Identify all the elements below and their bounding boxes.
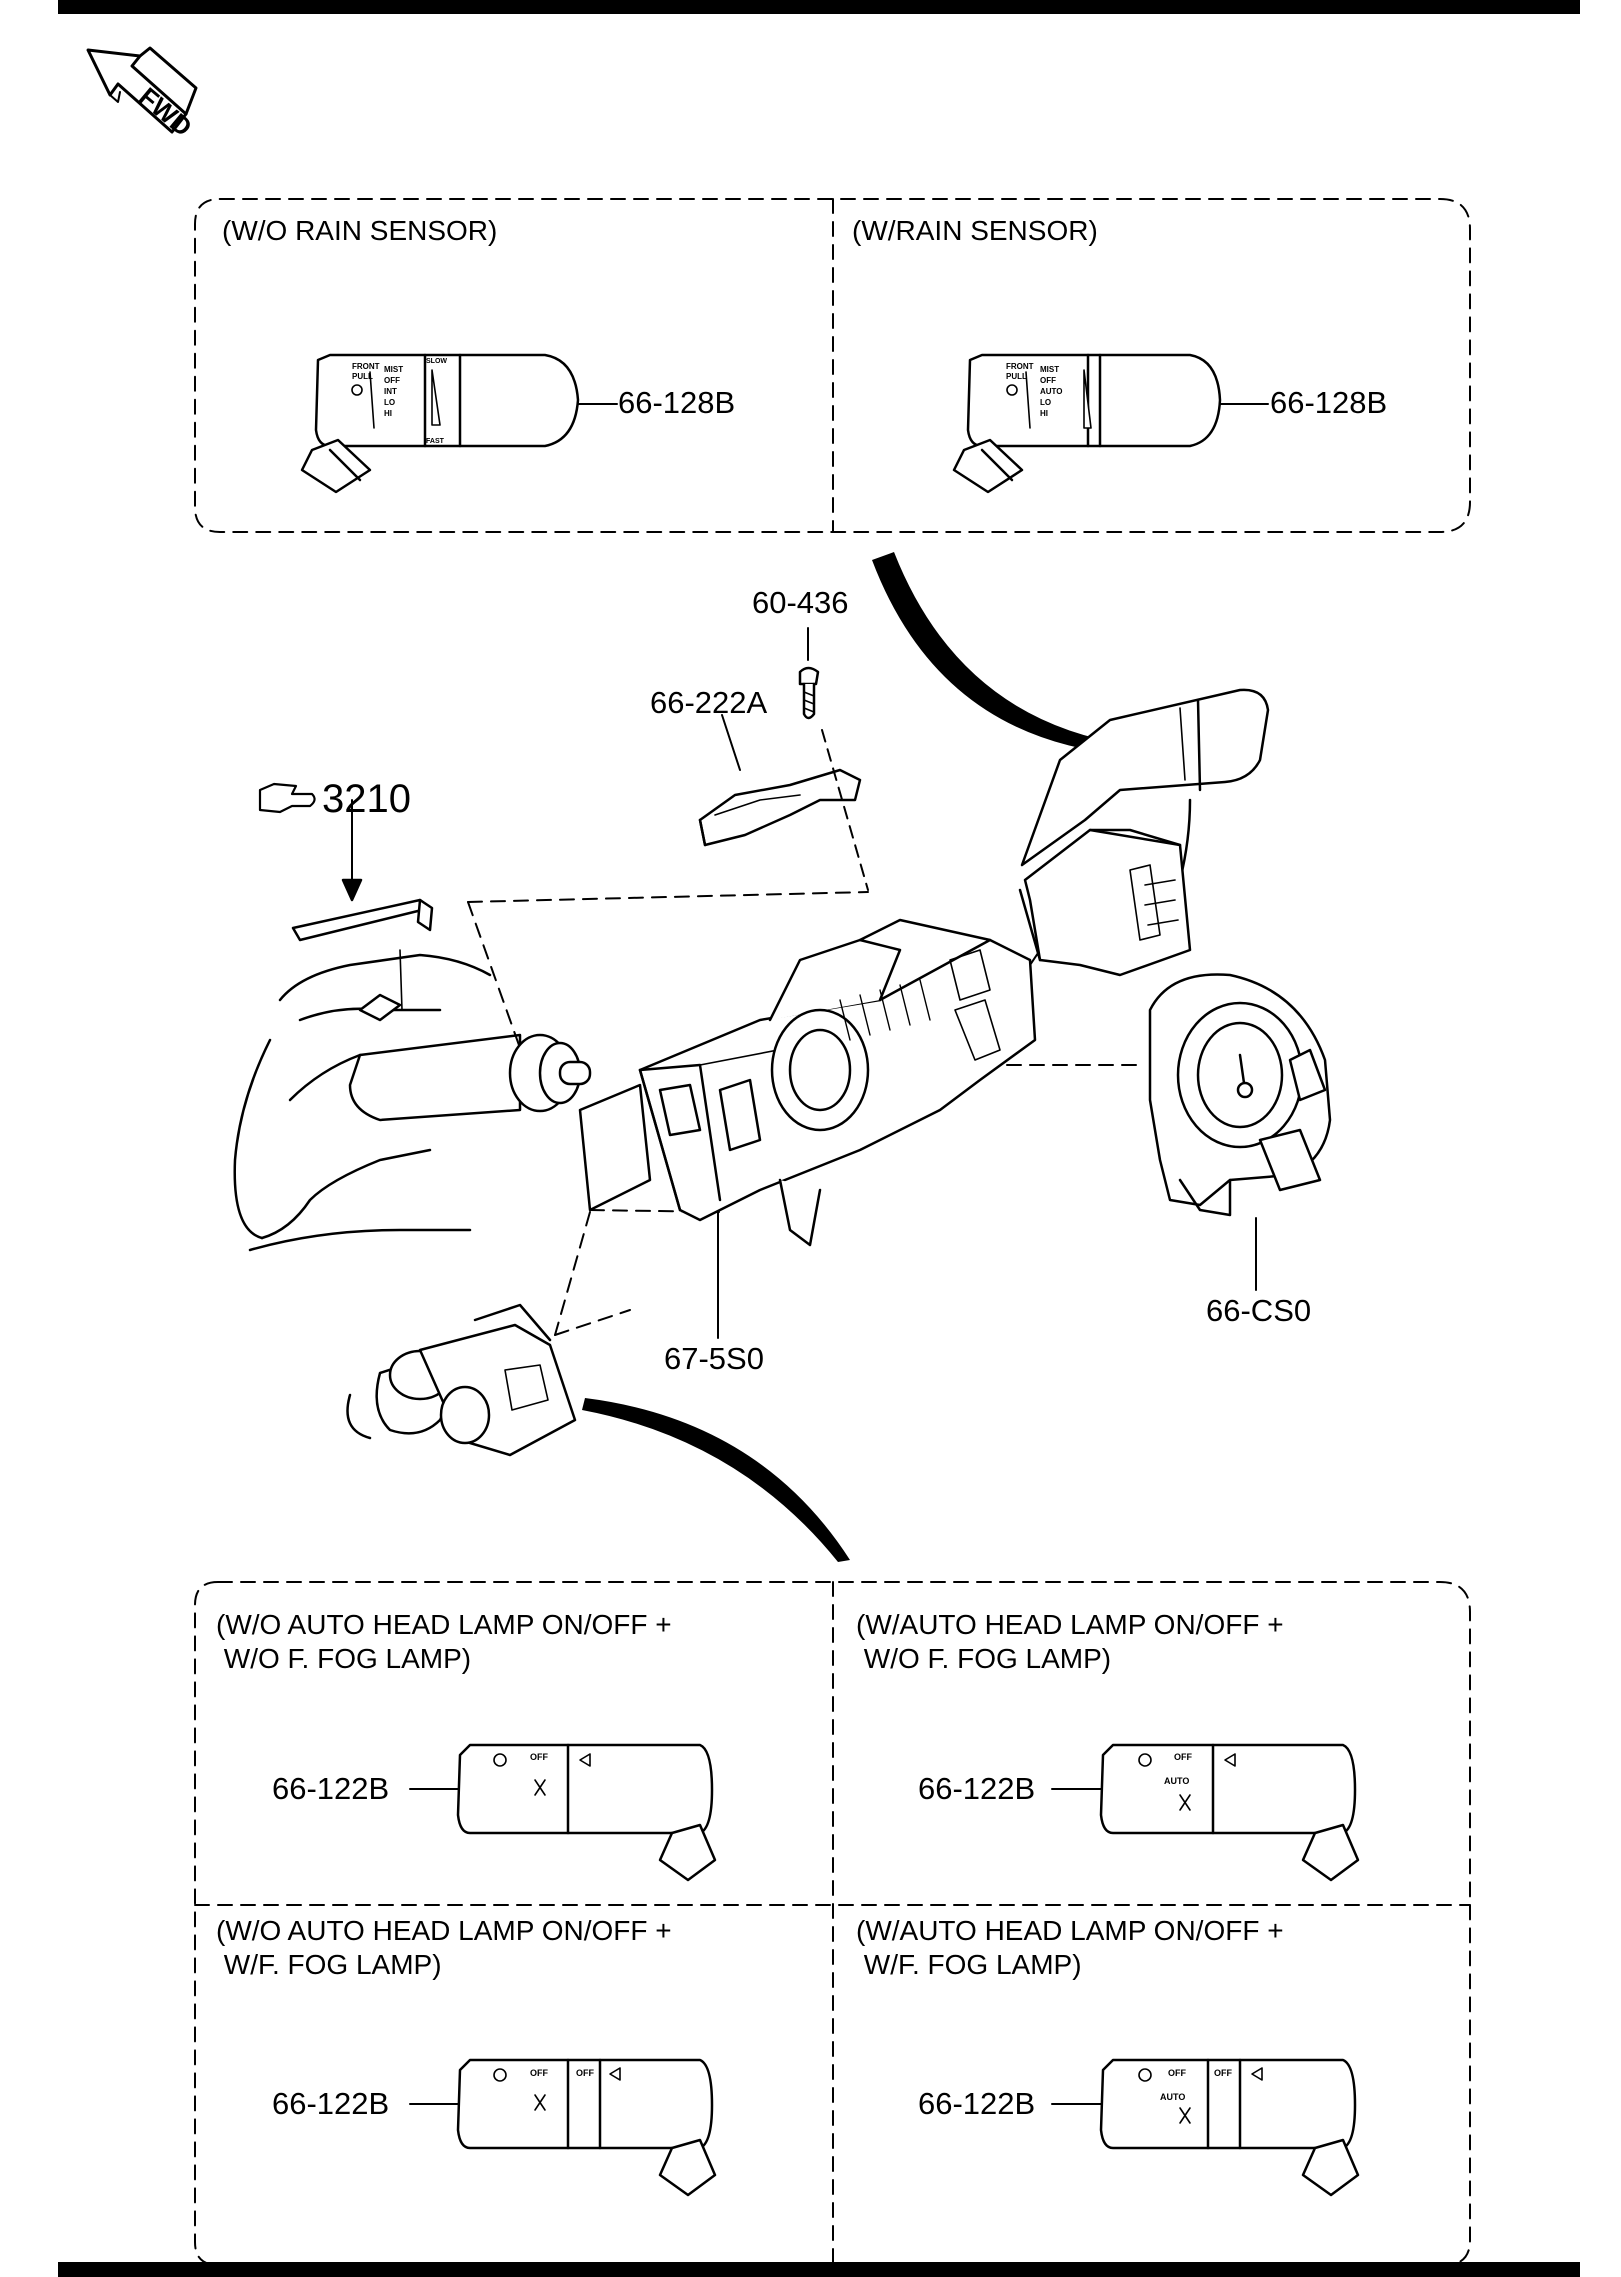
reference-number: 3210 bbox=[322, 777, 411, 821]
switch-2-off-mark: OFF bbox=[1174, 1752, 1192, 1762]
lamp-symbols bbox=[493, 1753, 1263, 2124]
top-left-part-number: 66-128B bbox=[618, 385, 736, 420]
switch-4-auto-mark: AUTO bbox=[1160, 2092, 1186, 2102]
headlamp-lever-assembly-illustration bbox=[346, 1303, 577, 1457]
bottom-2-condition: (W/AUTO HEAD LAMP ON/OFF + W/O F. FOG LA… bbox=[856, 1609, 1284, 1674]
top-frame bbox=[194, 198, 1471, 533]
bottom-4-condition: (W/AUTO HEAD LAMP ON/OFF + W/F. FOG LAMP… bbox=[856, 1915, 1284, 1980]
top-right-condition: (W/RAIN SENSOR) bbox=[852, 215, 1098, 246]
headlamp-switch-4-illustration bbox=[1099, 2058, 1360, 2197]
wiper-marks-left: FRONT PULL bbox=[352, 362, 380, 381]
wiper-switch-left-illustration bbox=[300, 353, 580, 494]
bracket-illustration bbox=[698, 714, 862, 847]
wiper-marks-left-4: FAST bbox=[426, 438, 444, 445]
combination-switch-illustration bbox=[578, 918, 1037, 1247]
switch-4-fog-off-mark: OFF bbox=[1214, 2068, 1232, 2078]
wiper-marks-left-2: MIST OFF INT LO HI bbox=[384, 365, 404, 418]
wiper-marks-right-2: MIST OFF AUTO LO HI bbox=[1040, 365, 1063, 418]
hand-pointer-icon bbox=[258, 782, 316, 814]
bottom-1-condition: (W/O AUTO HEAD LAMP ON/OFF + W/O F. FOG … bbox=[216, 1609, 672, 1674]
headlamp-switch-1-illustration bbox=[456, 1743, 717, 1882]
top-right-part-number: 66-128B bbox=[1270, 385, 1388, 420]
top-rule bbox=[58, 0, 1580, 14]
curved-pointer-bottom bbox=[582, 1398, 850, 1562]
bottom-3-part-number: 66-122B bbox=[272, 2086, 390, 2121]
curved-pointer-top bbox=[872, 552, 1130, 755]
wiper-marks-left-3: SLOW bbox=[426, 358, 447, 365]
steering-column-illustration bbox=[233, 799, 592, 1252]
screw-illustration bbox=[798, 627, 820, 720]
bottom-3-condition: (W/O AUTO HEAD LAMP ON/OFF + W/F. FOG LA… bbox=[216, 1915, 672, 1980]
switch-4-off-mark: OFF bbox=[1168, 2068, 1186, 2078]
headlamp-switch-3-illustration bbox=[456, 2058, 717, 2197]
screw-part-number: 60-436 bbox=[752, 585, 849, 620]
bottom-1-part-number: 66-122B bbox=[272, 1771, 390, 1806]
wiper-lever-assembly-illustration bbox=[1018, 688, 1270, 977]
combination-switch-part-number: 67-5S0 bbox=[664, 1341, 764, 1376]
switch-1-off-mark: OFF bbox=[530, 1752, 548, 1762]
switch-2-auto-mark: AUTO bbox=[1164, 1776, 1190, 1786]
wiper-switch-right-illustration bbox=[952, 353, 1222, 494]
switch-3-off-mark: OFF bbox=[530, 2068, 548, 2078]
bottom-2-part-number: 66-122B bbox=[918, 1771, 1036, 1806]
fwd-arrow-icon: FWD bbox=[86, 46, 198, 142]
headlamp-switch-2-illustration bbox=[1099, 1743, 1360, 1882]
top-left-condition: (W/O RAIN SENSOR) bbox=[222, 215, 498, 246]
wiper-marks-right: FRONT PULL bbox=[1006, 362, 1034, 381]
switch-3-fog-off-mark: OFF bbox=[576, 2068, 594, 2078]
bottom-frame bbox=[194, 1581, 1471, 2266]
clock-spring-illustration bbox=[1148, 973, 1332, 1217]
bottom-4-part-number: 66-122B bbox=[918, 2086, 1036, 2121]
bracket-part-number: 66-222A bbox=[650, 685, 768, 720]
clock-spring-part-number: 66-CS0 bbox=[1206, 1293, 1312, 1328]
